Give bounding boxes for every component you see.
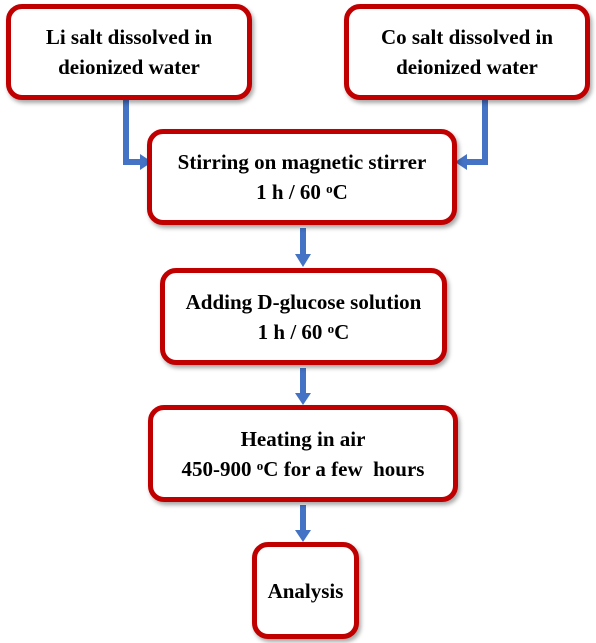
heating-degree-sup: o [256, 457, 264, 473]
arrowhead-li [140, 154, 152, 170]
glucose-line1: Adding D-glucose solution [185, 289, 422, 314]
glucose-time-temp: 1 h / 60 [257, 319, 328, 344]
glucose-unit: C [334, 319, 350, 344]
co-salt-step: Co salt dissolved in deionized water [344, 4, 590, 100]
heating-step: Heating in air 450-900 oC for a few hour… [148, 405, 458, 502]
arrowhead-heating [295, 393, 311, 405]
li-salt-step: Li salt dissolved in deionized water [6, 4, 252, 100]
stirring-line2: 1 h / 60 oC [256, 177, 348, 207]
stirring-degree-sup: o [326, 181, 333, 196]
stirring-step: Stirring on magnetic stirrer 1 h / 60 oC [147, 129, 457, 225]
co-salt-line2: deionized water [396, 55, 538, 79]
heating-line2: 450-900 oC for a few hours [182, 454, 425, 484]
heating-line1: Heating in air [240, 426, 366, 451]
arrowhead-co [455, 154, 467, 170]
li-salt-line1: Li salt dissolved in [45, 25, 213, 49]
stirring-time-temp: 1 h / 60 [256, 180, 327, 204]
li-salt-line2: deionized water [58, 55, 200, 79]
glucose-line2: 1 h / 60 oC [258, 317, 350, 347]
co-salt-line1: Co salt dissolved in [380, 25, 554, 49]
arrow-co-to-stirring [466, 100, 488, 165]
stirring-unit: C [332, 180, 348, 204]
arrowhead-analysis [295, 530, 311, 542]
heating-duration: C for a few hours [263, 456, 425, 481]
arrow-li-to-stirring [123, 100, 141, 165]
heating-temp-range: 450-900 [181, 456, 257, 481]
analysis-label: Analysis [267, 578, 344, 603]
glucose-step: Adding D-glucose solution 1 h / 60 oC [160, 268, 447, 365]
stirring-line1: Stirring on magnetic stirrer [177, 150, 427, 174]
glucose-degree-sup: o [327, 320, 335, 336]
arrowhead-glucose [295, 254, 311, 267]
analysis-step: Analysis [252, 542, 359, 639]
